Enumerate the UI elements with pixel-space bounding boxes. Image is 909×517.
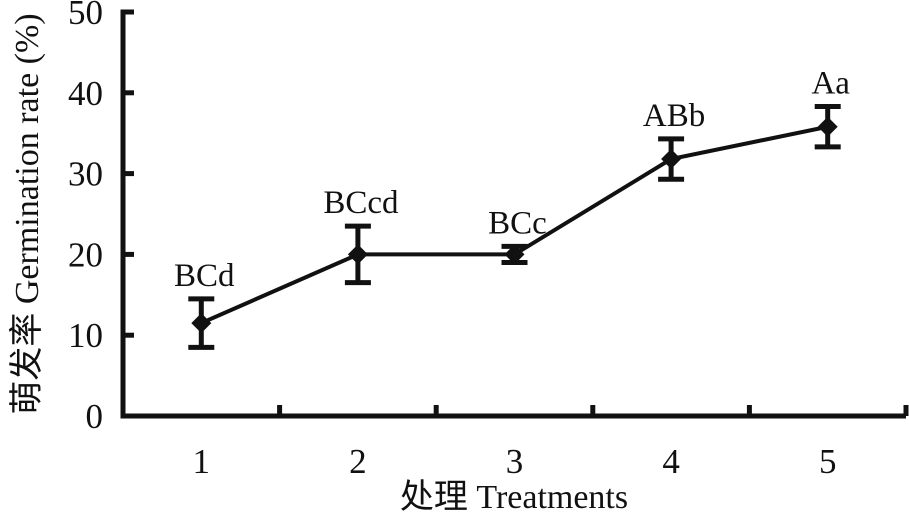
axes	[120, 9, 906, 419]
point-stat-label: Aa	[811, 66, 850, 102]
data-point-marker	[504, 244, 525, 265]
y-tick-label: 40	[68, 74, 103, 113]
y-tick-label: 20	[68, 235, 103, 274]
x-tick-label: 4	[662, 442, 680, 481]
y-tick-label: 30	[68, 155, 103, 194]
x-axis-title: 处理 Treatments	[400, 479, 628, 516]
point-stat-label: BCc	[488, 205, 547, 241]
y-axis-title: 萌发率 Germination rate (%)	[8, 13, 46, 414]
data-point-marker	[191, 313, 212, 334]
x-tick-label: 3	[506, 442, 524, 481]
y-tick-label: 0	[86, 397, 104, 436]
point-stat-label: BCcd	[323, 185, 399, 221]
point-stat-label: ABb	[643, 98, 705, 134]
x-tick-label: 2	[349, 442, 367, 481]
y-tick-label: 10	[68, 316, 103, 355]
data-point-marker	[661, 149, 682, 170]
x-tick-label: 1	[193, 442, 211, 481]
point-stat-label: BCd	[174, 258, 235, 294]
data-point-marker	[817, 116, 838, 137]
x-tick-label: 5	[819, 442, 837, 481]
y-tick-label: 50	[68, 0, 103, 32]
data-point-marker	[347, 244, 368, 265]
